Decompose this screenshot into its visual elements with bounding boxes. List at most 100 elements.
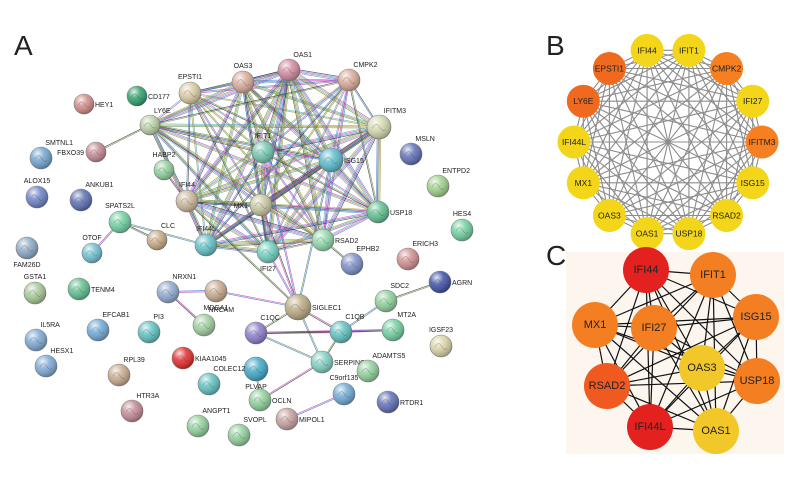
node-a-cmpk2[interactable]: CMPK2	[337, 62, 378, 92]
node-a-mdga1[interactable]: MDGA1	[204, 279, 229, 312]
node-a-hes4[interactable]: HES4	[450, 211, 474, 242]
node-a-otof[interactable]: OTOF	[81, 235, 103, 264]
node-c-ifi44l[interactable]: IFI44L	[627, 404, 673, 450]
node-a-oas1[interactable]: OAS1	[277, 52, 312, 82]
node-a-msln[interactable]: MSLN	[399, 136, 435, 166]
node-a-mt2a[interactable]: MT2A	[381, 312, 416, 342]
node-c-ifi27[interactable]: IFI27	[631, 305, 677, 351]
node-a-rsad2[interactable]: RSAD2	[311, 228, 358, 252]
node-b-ifi44l[interactable]: IFI44L	[557, 125, 591, 159]
edge-a-oas1-ifi44l	[206, 70, 290, 246]
node-a-oas3[interactable]: OAS3	[231, 63, 255, 94]
node-b-isg15[interactable]: ISG15	[736, 166, 770, 200]
node-a-alox15[interactable]: ALOX15	[24, 178, 51, 209]
node-a-cd177[interactable]: CD177	[126, 85, 170, 107]
node-a-c1qc[interactable]: C1QC	[244, 315, 280, 345]
node-a-c1qb[interactable]: C1QB	[329, 314, 365, 344]
node-a-ifitm3[interactable]: IFITM3	[366, 108, 406, 140]
edge-a-ifit1-ifi44	[187, 152, 264, 202]
node-c-ifi44[interactable]: IFI44	[623, 247, 669, 293]
node-a-ifit1[interactable]: IFIT1	[251, 133, 275, 164]
node-a-label: IFITM3	[384, 108, 406, 115]
node-a-c9orf135[interactable]: C9orf135	[330, 375, 359, 406]
node-a-serping1[interactable]: SERPING1	[310, 350, 370, 374]
edge-a-ifi44-rsad2	[186, 202, 323, 243]
edge-a-ifitm3-ifit1	[263, 128, 380, 155]
node-c-ifit1[interactable]: IFIT1	[690, 252, 736, 298]
node-a-ly6e[interactable]: LY6E	[139, 108, 171, 136]
node-a-habp2[interactable]: HABP2	[153, 152, 176, 181]
node-a-htr3a[interactable]: HTR3A	[120, 393, 160, 423]
node-b-ifi44[interactable]: IFI44	[630, 33, 664, 67]
node-a-agrn[interactable]: AGRN	[428, 270, 472, 294]
edge-a-ifit1-rsad2	[263, 151, 324, 240]
node-a-colec12[interactable]: COLEC12	[197, 366, 245, 396]
node-a-ifi27[interactable]: IFI27	[256, 240, 280, 273]
node-a-gsta1[interactable]: GSTA1	[23, 274, 47, 305]
node-a-il5ra[interactable]: IL5RA	[24, 322, 60, 352]
node-a-entpd2[interactable]: ENTPD2	[426, 168, 470, 198]
node-c-rsad2[interactable]: RSAD2	[584, 363, 630, 409]
node-a-svopl[interactable]: SVOPL	[227, 417, 267, 447]
node-a-plvap[interactable]: PLVAP	[243, 356, 269, 391]
node-a-ankub1[interactable]: ANKUB1	[69, 182, 114, 212]
node-a-siglec1[interactable]: SIGLEC1	[284, 293, 342, 321]
node-c-usp18[interactable]: USP18	[734, 358, 780, 404]
node-b-rsad2[interactable]: RSAD2	[710, 198, 744, 232]
node-a-ocln[interactable]: OCLN	[248, 388, 291, 412]
node-a-label: IFIT1	[255, 133, 271, 140]
node-b-ifit1[interactable]: IFIT1	[672, 33, 706, 67]
node-b-oas1[interactable]: OAS1	[630, 217, 664, 251]
node-a-fbxo39[interactable]: FBXO39	[57, 141, 107, 163]
node-a-pi3[interactable]: PI3	[137, 314, 164, 344]
node-b-epsti1[interactable]: EPSTI1	[592, 52, 626, 86]
edge-b-mx1-epsti1	[582, 68, 610, 183]
node-c-mx1[interactable]: MX1	[572, 302, 618, 348]
node-a-sdc2[interactable]: SDC2	[374, 283, 409, 313]
node-c-isg15[interactable]: ISG15	[733, 294, 779, 340]
node-a-hesx1[interactable]: HESX1	[34, 348, 73, 378]
node-a-label: CLC	[161, 223, 175, 230]
node-a-usp18[interactable]: USP18	[366, 200, 412, 224]
edge-b-usp18-ifi44l	[573, 141, 690, 235]
node-b-ifi27[interactable]: IFI27	[736, 84, 770, 118]
node-a-rtdr1[interactable]: RTDR1	[376, 390, 423, 414]
node-a-ifi44[interactable]: IFI44	[175, 182, 199, 213]
node-a-smtnl1[interactable]: SMTNL1	[29, 140, 73, 170]
node-a-efcab1[interactable]: EFCAB1	[86, 312, 130, 342]
node-a-erich3[interactable]: ERICH3	[396, 241, 438, 271]
node-a-kiaa1045[interactable]: KIAA1045	[171, 346, 227, 370]
node-a-isg15[interactable]: ISG15	[318, 147, 364, 173]
node-c-oas1[interactable]: OAS1	[693, 408, 739, 454]
node-b-ifitm3[interactable]: IFITM3	[745, 125, 779, 159]
node-a-tenm4[interactable]: TENM4	[67, 277, 115, 301]
node-b-cmpk2[interactable]: CMPK2	[710, 52, 744, 86]
node-a-hey1[interactable]: HEY1	[73, 93, 113, 115]
node-a-nrcam[interactable]: NRCAM	[192, 307, 234, 337]
node-a-ifi44l[interactable]: IFI44L	[194, 226, 218, 257]
node-a-adamts5[interactable]: ADAMTS5	[356, 353, 406, 383]
node-c-oas3[interactable]: OAS3	[679, 345, 725, 391]
node-a-fam26d[interactable]: FAM26D	[13, 236, 41, 269]
edge-a-isg15-rsad2	[323, 160, 333, 241]
node-a-nrxn1[interactable]: NRXN1	[156, 274, 196, 304]
node-a-ephb2[interactable]: EPHB2	[340, 246, 379, 276]
node-a-label: EFCAB1	[102, 312, 129, 319]
node-a-mipol1[interactable]: MIPOL1	[275, 407, 325, 431]
edge-a-c1qc-serping1	[256, 332, 323, 362]
node-a-igsf23[interactable]: IGSF23	[429, 327, 453, 358]
edge-b-isg15-oas1	[646, 182, 753, 235]
node-b-mx1[interactable]: MX1	[566, 166, 600, 200]
node-b-label: CMPK2	[712, 64, 742, 74]
node-b-oas3[interactable]: OAS3	[592, 198, 626, 232]
node-a-spats2l[interactable]: SPATS2L	[105, 203, 135, 234]
node-b-ly6e[interactable]: LY6E	[566, 84, 600, 118]
node-a-mx1[interactable]: MX1	[234, 193, 273, 217]
node-a-clc[interactable]: CLC	[146, 223, 175, 251]
edge-a-ifitm3-usp18	[378, 127, 380, 213]
node-b-usp18[interactable]: USP18	[672, 217, 706, 251]
node-a-epsti1[interactable]: EPSTI1	[178, 74, 202, 105]
edge-c-ifi44-usp18	[645, 269, 758, 382]
node-a-angpt1[interactable]: ANGPT1	[186, 408, 231, 438]
node-a-rpl39[interactable]: RPL39	[107, 357, 145, 387]
